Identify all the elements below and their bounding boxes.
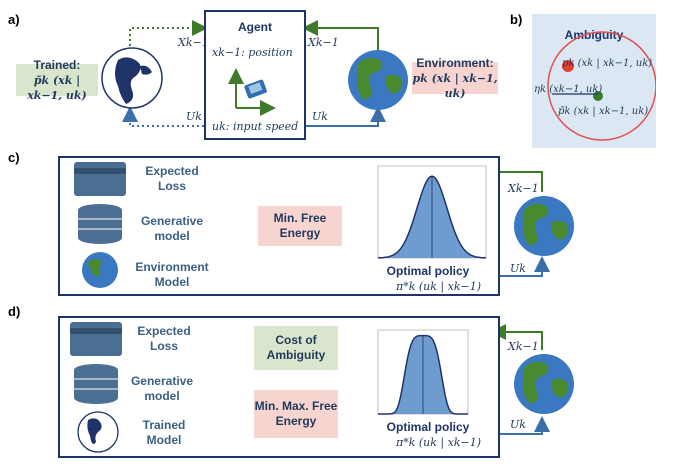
input-text: uk: input speed <box>212 120 299 133</box>
expected-loss-d-label: Expected Loss <box>137 324 191 353</box>
ambiguity-title: Ambiguity <box>564 28 624 42</box>
p-label: pk (xk | xk−1, uk) <box>562 58 653 69</box>
position-text: xk−1: position <box>212 46 293 59</box>
generative-model-label: Generative model <box>140 214 204 243</box>
u-label-c: Uk <box>510 262 526 275</box>
agent-box: Agent xk−1: position uk: input speed <box>204 10 306 140</box>
x-label-d: Xk−1 <box>508 340 539 353</box>
agent-title: Agent <box>238 20 272 34</box>
p-dot <box>562 60 574 72</box>
expected-loss-label: Expected Loss <box>145 164 199 193</box>
environment-model-label: Environment Model <box>135 260 209 289</box>
env-math: pk (xk | xk−1, uk) <box>412 71 498 100</box>
u-label-left: Uk <box>186 110 202 123</box>
u-label-d: Uk <box>510 418 526 431</box>
policy-math-c: π*k (uk | xk−1) <box>396 280 482 293</box>
eta-label: ηk (xk−1, uk) <box>534 84 603 95</box>
trained-label: Trained: <box>33 57 81 72</box>
generative-model-d-label: Generative model <box>130 374 194 403</box>
min-max-free-energy-box: Min. Max. Free Energy <box>254 390 338 438</box>
min-free-energy-label: Min. Free Energy <box>273 211 327 240</box>
min-max-free-energy-label: Min. Max. Free Energy <box>254 399 338 428</box>
trained-model-label: Trained Model <box>142 418 186 447</box>
ambiguity-panel: Ambiguity pk (xk | xk−1, uk) ηk (xk−1, u… <box>532 14 656 148</box>
trained-math: p̃k (xk | xk−1, uk) <box>27 73 87 102</box>
env-label: Environment: <box>416 55 494 70</box>
trained-box: Trained: p̃k (xk | xk−1, uk) <box>16 58 98 102</box>
panel-label-b: b) <box>510 12 523 27</box>
x-label-left: Xk−1 <box>178 36 209 49</box>
environment-box: Environment: pk (xk | xk−1, uk) <box>412 56 498 100</box>
panel-label-a: a) <box>8 12 20 27</box>
optimal-policy-label-d: Optimal policy <box>386 420 470 434</box>
ambiguity-circle <box>547 31 656 141</box>
chart-c-line <box>377 175 487 259</box>
policy-math-d: π*k (uk | xk−1) <box>396 436 482 449</box>
ptilde-label: p̃k (xk | xk−1, uk) <box>558 106 649 117</box>
x-label-c: Xk−1 <box>508 182 539 195</box>
arrow-env-to-agent <box>302 20 379 50</box>
panel-label-d: d) <box>8 304 21 319</box>
arrow-trained-to-agent <box>129 20 208 46</box>
u-label-right: Uk <box>312 110 328 123</box>
cost-ambiguity-label: Cost of Ambiguity <box>266 333 326 362</box>
cost-ambiguity-box: Cost of Ambiguity <box>254 326 338 370</box>
optimal-policy-label-c: Optimal policy <box>386 264 470 278</box>
robot-icon <box>244 79 267 99</box>
arrow-agent-to-env <box>306 106 386 127</box>
panel-label-c: c) <box>8 150 20 165</box>
x-label-right: Xk−1 <box>308 36 339 49</box>
min-free-energy-box: Min. Free Energy <box>258 206 342 246</box>
